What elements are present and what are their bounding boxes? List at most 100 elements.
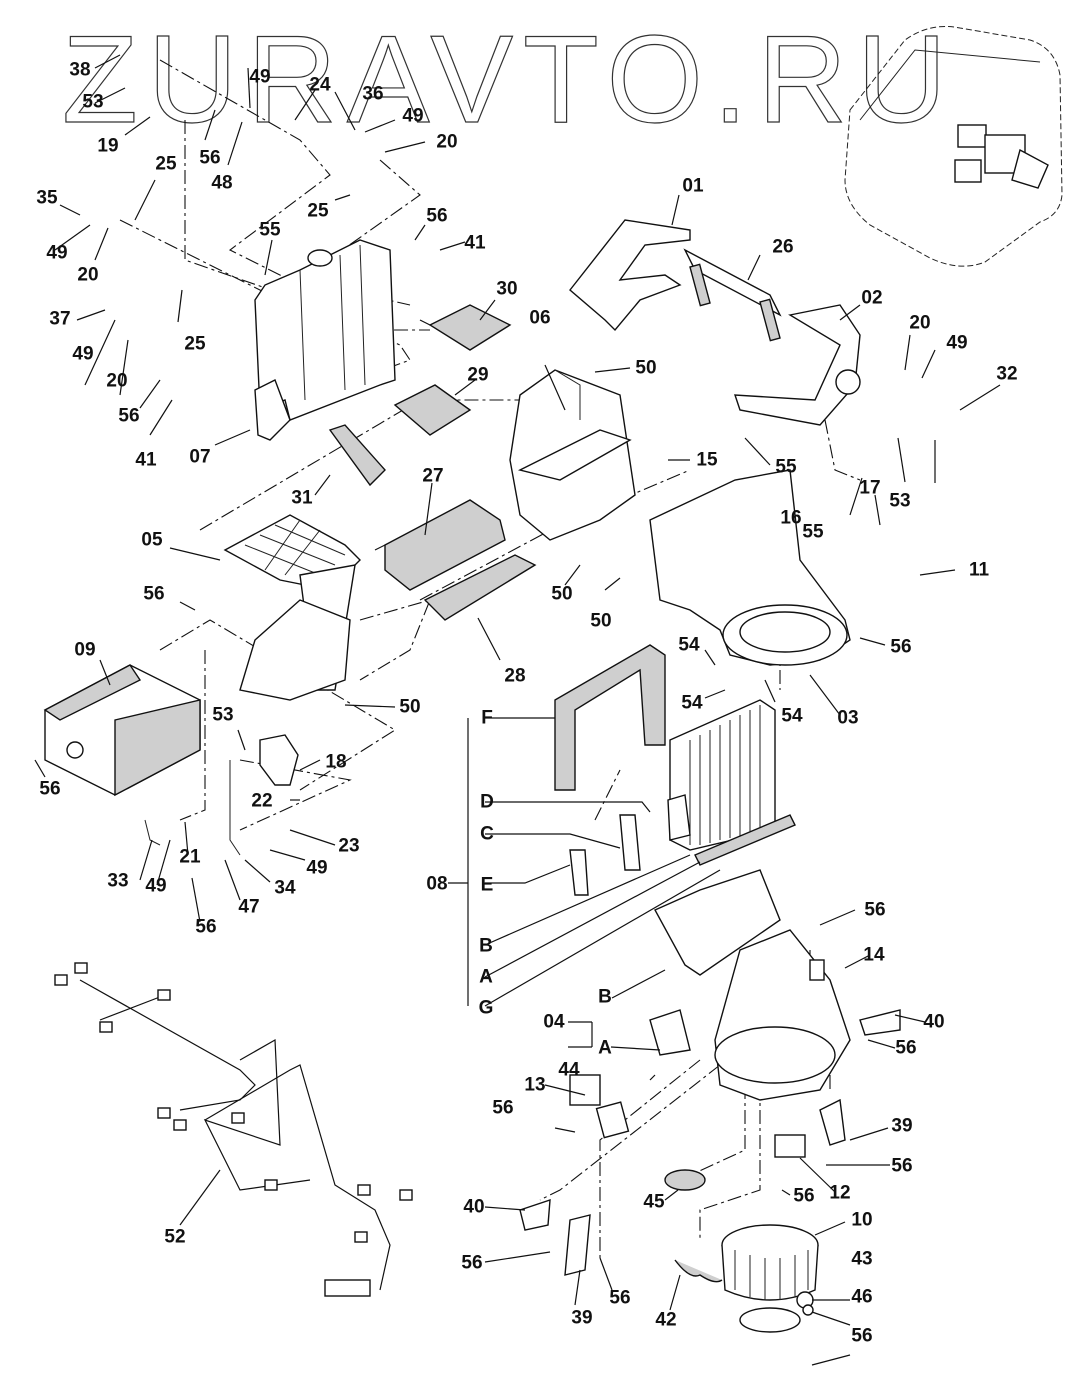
part-label: F bbox=[481, 707, 493, 729]
part-label: 11 bbox=[968, 559, 990, 581]
part-label: 16 bbox=[780, 507, 802, 529]
part-label: 38 bbox=[69, 59, 91, 81]
part-label: 40 bbox=[463, 1196, 485, 1218]
part-label: 34 bbox=[274, 877, 296, 899]
part-label: 39 bbox=[891, 1115, 913, 1137]
part-label: 54 bbox=[678, 634, 700, 656]
part-label: 50 bbox=[399, 696, 421, 718]
part-label: 18 bbox=[325, 751, 347, 773]
case-05 bbox=[223, 514, 361, 701]
part-label: C bbox=[480, 823, 494, 845]
part-label: 56 bbox=[195, 916, 217, 938]
part-label: 43 bbox=[851, 1248, 873, 1270]
part-label: D bbox=[480, 791, 494, 813]
part-label: 50 bbox=[551, 583, 573, 605]
part-label: 01 bbox=[682, 175, 704, 197]
lower-case-04 bbox=[649, 869, 851, 1101]
part-label: 03 bbox=[837, 707, 859, 729]
part-label: 09 bbox=[74, 639, 96, 661]
part-label: 53 bbox=[889, 490, 911, 512]
part-label: 36 bbox=[362, 83, 384, 105]
part-label: 19 bbox=[97, 135, 119, 157]
part-label: 55 bbox=[259, 219, 281, 241]
part-label: 56 bbox=[426, 205, 448, 227]
part-label: 31 bbox=[291, 487, 313, 509]
part-label: 41 bbox=[464, 232, 486, 254]
part-label: 25 bbox=[184, 333, 206, 355]
part-label: 12 bbox=[829, 1182, 851, 1204]
part-label: 49 bbox=[306, 857, 328, 879]
part-label: 10 bbox=[851, 1209, 873, 1231]
part-label: 55 bbox=[802, 521, 824, 543]
part-label: 53 bbox=[82, 91, 104, 113]
part-label: 45 bbox=[643, 1191, 665, 1213]
part-label: 21 bbox=[179, 846, 201, 868]
part-label: 42 bbox=[655, 1309, 677, 1331]
part-label: 49 bbox=[946, 332, 968, 354]
wiring-harness-52 bbox=[54, 962, 413, 1297]
part-label: A bbox=[479, 966, 493, 988]
part-label: 49 bbox=[402, 105, 424, 127]
part-label: 14 bbox=[863, 944, 885, 966]
part-label: 15 bbox=[696, 449, 718, 471]
evaporator-group-08 bbox=[554, 644, 796, 896]
part-label: 49 bbox=[72, 343, 94, 365]
part-label: 56 bbox=[118, 405, 140, 427]
part-label: 46 bbox=[851, 1286, 873, 1308]
part-label: 25 bbox=[307, 200, 329, 222]
part-label: 28 bbox=[504, 665, 526, 687]
part-label: 56 bbox=[609, 1287, 631, 1309]
duct-02 bbox=[734, 304, 861, 426]
heater-housing-07 bbox=[254, 239, 396, 441]
cab-inset-illustration bbox=[844, 26, 1063, 267]
part-label: 04 bbox=[543, 1011, 565, 1033]
damper-door-30 bbox=[419, 304, 512, 351]
part-label: 24 bbox=[309, 74, 331, 96]
part-label: 50 bbox=[590, 610, 612, 632]
heater-core-27 bbox=[374, 499, 506, 591]
part-label: 23 bbox=[338, 835, 360, 857]
part-label: 56 bbox=[199, 147, 221, 169]
part-label: 56 bbox=[895, 1037, 917, 1059]
part-label: 48 bbox=[211, 172, 233, 194]
watermark: ZURAVTO.RU bbox=[61, 11, 957, 149]
part-label: 49 bbox=[46, 242, 68, 264]
part-label: 22 bbox=[251, 790, 273, 812]
part-label: 52 bbox=[164, 1226, 186, 1248]
part-label: 56 bbox=[891, 1155, 913, 1177]
part-label: 47 bbox=[238, 896, 260, 918]
housing-06 bbox=[509, 369, 636, 541]
part-label: 44 bbox=[558, 1059, 580, 1081]
part-label: 54 bbox=[681, 692, 703, 714]
leader-lines bbox=[34, 54, 1001, 1366]
part-label: 33 bbox=[107, 870, 129, 892]
part-label: 26 bbox=[772, 236, 794, 258]
part-label: 06 bbox=[529, 307, 551, 329]
small-parts bbox=[519, 959, 901, 1316]
part-label: B bbox=[479, 935, 493, 957]
actuator-18 bbox=[144, 734, 299, 856]
part-label: 08 bbox=[426, 873, 448, 895]
part-label: 35 bbox=[36, 187, 58, 209]
part-label: 56 bbox=[39, 778, 61, 800]
part-label: 56 bbox=[890, 636, 912, 658]
evaporator-09 bbox=[43, 664, 201, 797]
heater-core-28 bbox=[423, 554, 537, 621]
part-label: G bbox=[478, 997, 494, 1019]
part-label: E bbox=[480, 874, 494, 896]
part-label: 27 bbox=[422, 465, 444, 487]
duct-01 bbox=[569, 219, 691, 332]
part-label: 30 bbox=[496, 278, 518, 300]
part-label: 39 bbox=[571, 1307, 593, 1329]
part-label: 07 bbox=[189, 446, 211, 468]
part-label: 17 bbox=[859, 477, 881, 499]
part-label: 20 bbox=[436, 131, 458, 153]
part-label: 49 bbox=[249, 66, 271, 88]
damper-door-31 bbox=[328, 424, 386, 487]
part-label: 20 bbox=[909, 312, 931, 334]
part-label: 53 bbox=[212, 704, 234, 726]
part-label: B bbox=[598, 986, 612, 1008]
part-label: 25 bbox=[155, 153, 177, 175]
part-label: 37 bbox=[49, 308, 71, 330]
